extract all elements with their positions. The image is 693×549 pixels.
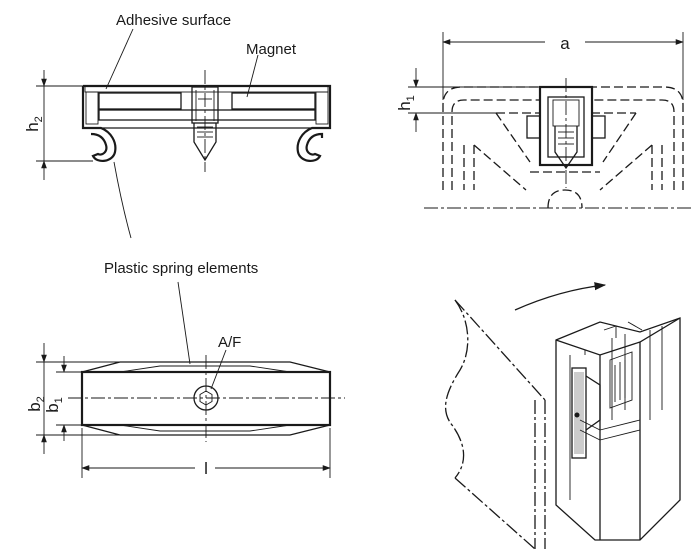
set-screw [191,70,219,172]
b2-subscript: 2 [35,396,47,402]
h1-label: h [395,101,414,110]
magnet-label: Magnet [246,41,297,58]
l-label: l [204,459,208,478]
b1-label: b [43,403,62,412]
top-view: b2 b1 l [25,281,345,478]
b2-label: b [25,402,44,411]
h2-subscript: 2 [33,116,45,122]
section-view: h2 [23,28,332,239]
magnet-left [98,92,182,110]
a-label: a [560,34,570,53]
plastic-spring-elements-label: Plastic spring elements [104,260,258,277]
svg-text:b1: b1 [43,397,65,413]
svg-text:h1: h1 [395,95,417,111]
isometric-view [444,282,681,549]
h1-subscript: 1 [405,95,417,101]
h2-label: h [23,122,42,131]
adhesive-surface-label: Adhesive surface [116,12,231,29]
profile-view: a h1 [395,32,693,209]
magnet-right [231,92,316,110]
b1-subscript: 1 [53,397,65,403]
svg-text:b2: b2 [25,396,47,412]
svg-text:h2: h2 [23,116,45,132]
af-label: A/F [218,334,241,351]
